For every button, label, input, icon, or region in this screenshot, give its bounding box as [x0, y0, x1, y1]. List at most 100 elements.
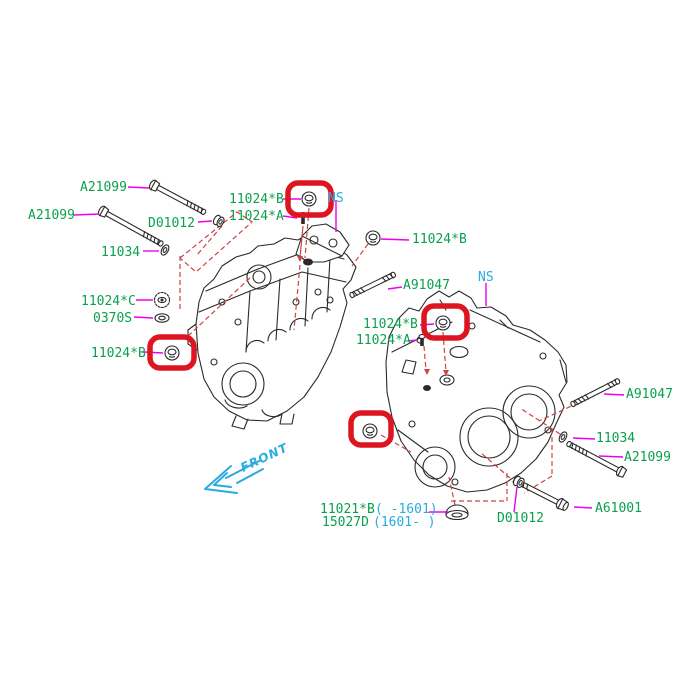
axis-top-right-plug: [351, 243, 369, 267]
part-label-d01012-top: D01012: [148, 216, 195, 231]
part-label-a21099-right: A21099: [624, 450, 671, 465]
loose-parts: [97, 179, 628, 521]
leader-a21099-1: [127, 186, 150, 189]
leader-a61001: [573, 506, 593, 509]
bolt-a21099-right: [566, 440, 628, 478]
leader-a91047-mid: [387, 286, 403, 290]
washer-11034-top: [160, 244, 170, 256]
washer-0370s: [154, 313, 170, 323]
left-crankcase-half-drawing: [187, 223, 357, 430]
plug-11024b-top-right: [365, 230, 381, 246]
note-range-1601-before: ( -1601): [375, 502, 438, 517]
leader-0370s: [133, 316, 154, 319]
right-block-cylinder-bore-2: [502, 385, 556, 439]
part-label-11034-top: 11034: [101, 245, 140, 260]
axis-top-stud-arrow: [297, 256, 303, 262]
part-label-0370s: 0370S: [93, 311, 132, 326]
leader-a21099-2: [73, 213, 100, 216]
top-bracket-hole-1: [309, 235, 319, 245]
left-block-top-opening-inner: [252, 270, 266, 284]
part-label-a61001: A61001: [595, 501, 642, 516]
note-range-1601-after: (1601- ): [373, 515, 436, 530]
front-label: FRONT: [238, 441, 290, 475]
right-block-front-opening: [414, 446, 456, 488]
left-block-web-lines: [245, 257, 331, 353]
left-block-bore-outer: [221, 362, 265, 406]
note-ns-mid: NS: [478, 270, 494, 285]
axis-inside-left-block: [293, 264, 301, 331]
axis-drain-plug: [448, 476, 456, 506]
axis-nut-bottom: [479, 451, 511, 479]
left-block-plug-boss: [303, 258, 313, 266]
bolt-a21099-1: [148, 179, 207, 215]
part-label-11024b-mid: 11024*B: [363, 317, 418, 332]
right-block-freeze-plug-boss: [439, 374, 455, 386]
axis-nut-top: [195, 225, 223, 257]
part-labels: A21099 A21099 D01012 11034 11024*C 0370S…: [28, 180, 673, 530]
leader-11024b-ll: [143, 351, 164, 354]
part-label-11024b-top: 11024*B: [229, 192, 284, 207]
top-bracket: [295, 223, 350, 263]
axis-plane-quad: [179, 211, 253, 273]
washer-11034-right: [558, 431, 568, 443]
bolt-a61001: [512, 477, 569, 511]
axis-to-lower-left-plug: [187, 275, 253, 337]
axis-a91047-right: [538, 402, 579, 422]
right-block-cylinder-bore-1: [459, 407, 519, 467]
front-arrow-icon: [204, 460, 264, 494]
part-label-11024a-top: 11024*A: [229, 209, 284, 224]
highlight-box-mid: [421, 303, 470, 341]
right-block-small-boss: [423, 385, 431, 391]
part-label-11024b-ll: 11024*B: [91, 346, 146, 361]
nut-d01012-bottom: [512, 475, 525, 489]
part-label-a21099-1: A21099: [80, 180, 127, 195]
part-label-a91047-right: A91047: [626, 387, 673, 402]
left-block-bottom-arcs: [224, 399, 283, 418]
right-block-top-knob: [401, 359, 417, 375]
top-bracket-hole-2: [328, 238, 338, 248]
left-block-bearing-arches: [245, 306, 331, 353]
right-block-water-port: [449, 345, 469, 359]
nut-d01012-top: [212, 214, 225, 228]
part-label-a91047-mid: A91047: [403, 278, 450, 293]
stud-a91047-mid: [349, 271, 397, 299]
right-block-freeze-plug-boss-inner: [443, 377, 451, 383]
part-label-11024c: 11024*C: [81, 294, 136, 309]
plug-11024b-mid: [435, 315, 451, 331]
part-label-11021b: 11021*B: [320, 502, 375, 517]
axis-top-stud: [299, 225, 304, 259]
axis-mid-plug: [442, 331, 447, 373]
leader-lines: [73, 186, 625, 513]
stud-a91047-right: [570, 378, 621, 408]
axis-mid-stud-arrow: [424, 369, 430, 375]
leader-a21099-right: [598, 455, 624, 458]
left-block-bore-inner: [229, 370, 257, 398]
front-direction-indicator: FRONT: [204, 441, 290, 494]
part-label-a21099-2: A21099: [28, 208, 75, 223]
highlight-boxes: [147, 180, 470, 448]
part-label-11024a-mid: 11024*A: [356, 333, 411, 348]
insertion-axis-lines: [179, 207, 579, 506]
highlight-box-bottom: [348, 410, 394, 448]
left-block-top-opening: [246, 264, 272, 290]
part-label-d01012-bottom: D01012: [497, 511, 544, 526]
part-label-15027d: 15027D: [322, 515, 369, 530]
plug-11024c: [153, 291, 171, 309]
note-labels: NS NS ( -1601) (1601- ): [328, 191, 494, 530]
note-ns-top: NS: [328, 191, 344, 206]
part-label-11034-right: 11034: [596, 431, 635, 446]
leader-11024b-tr: [380, 238, 410, 241]
highlight-box-lower-left: [147, 334, 197, 371]
right-block-cylinder-bore-1-inner: [467, 415, 511, 459]
leader-11024a-top: [282, 215, 298, 219]
leader-d01012-top: [197, 220, 213, 223]
plug-11024b-bottom: [362, 423, 378, 439]
plug-11024b-top: [301, 191, 317, 207]
leader-d01012-bottom: [513, 486, 518, 513]
left-block-silhouette: [195, 233, 357, 422]
plug-11024b-lower-left: [164, 345, 180, 361]
highlight-box-top: [285, 180, 334, 218]
axis-bottom-left-plug: [380, 434, 412, 453]
